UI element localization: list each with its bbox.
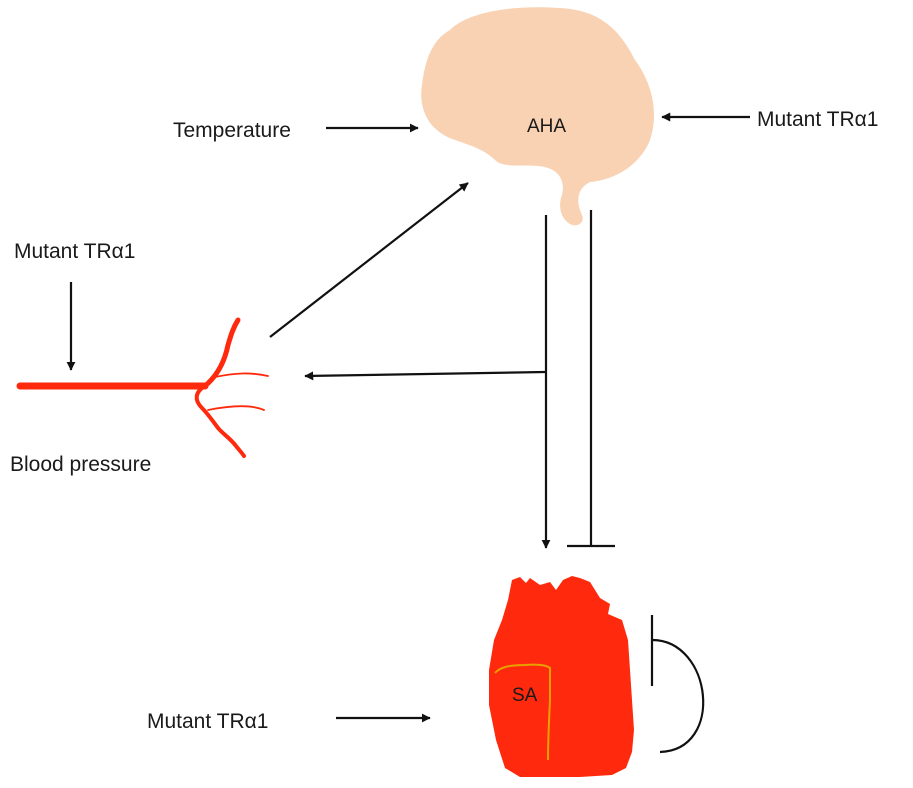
aha-label: AHA — [527, 116, 566, 137]
mutant-tra1-left-label: Mutant TRα1 — [14, 240, 135, 263]
blood-vessel — [20, 320, 268, 456]
heart — [489, 576, 634, 777]
heart-self-inhibit-arc — [652, 640, 703, 752]
blood-pressure-label: Blood pressure — [10, 453, 151, 476]
aha-to-vessel-arrow — [305, 372, 545, 376]
temperature-label: Temperature — [173, 119, 291, 142]
mutant-tra1-heart-label: Mutant TRα1 — [147, 710, 268, 733]
mutant-tra1-right-label: Mutant TRα1 — [757, 108, 878, 131]
sa-label: SA — [512, 685, 538, 706]
heart-shape — [489, 576, 634, 777]
vessel-to-aha-arrow — [270, 183, 468, 337]
